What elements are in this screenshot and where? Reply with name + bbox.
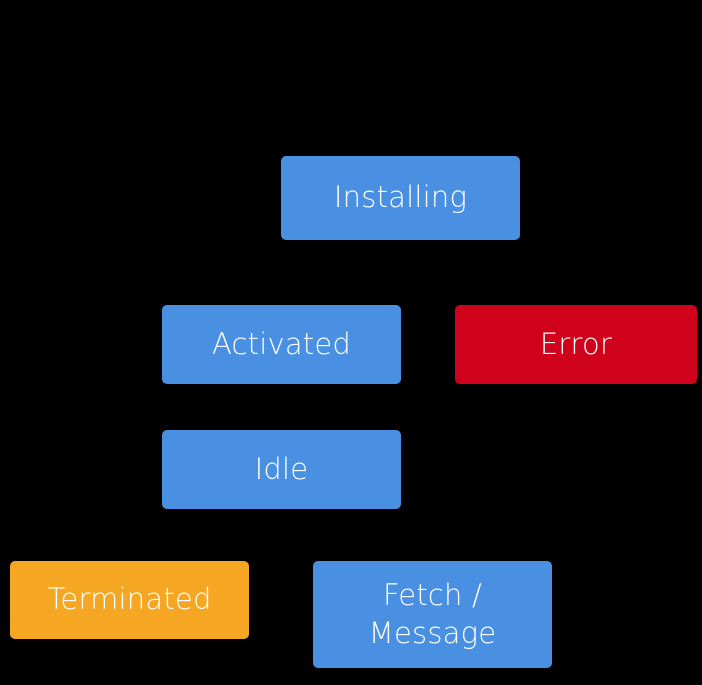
state-node-installing-label: Installing bbox=[333, 180, 468, 215]
state-node-installing[interactable]: Installing bbox=[281, 156, 520, 240]
state-node-terminated-label: Terminated bbox=[47, 582, 212, 617]
state-node-error[interactable]: Error bbox=[455, 305, 697, 384]
state-node-idle-label: Idle bbox=[254, 451, 309, 486]
state-node-terminated[interactable]: Terminated bbox=[10, 561, 249, 639]
state-node-fetch-message[interactable]: Fetch / Message bbox=[313, 561, 552, 668]
state-node-activated-label: Activated bbox=[211, 326, 352, 361]
state-node-idle[interactable]: Idle bbox=[162, 430, 401, 509]
state-node-activated[interactable]: Activated bbox=[162, 305, 401, 384]
state-node-fetch-message-label: Fetch / Message bbox=[368, 578, 497, 650]
state-node-error-label: Error bbox=[539, 326, 613, 361]
